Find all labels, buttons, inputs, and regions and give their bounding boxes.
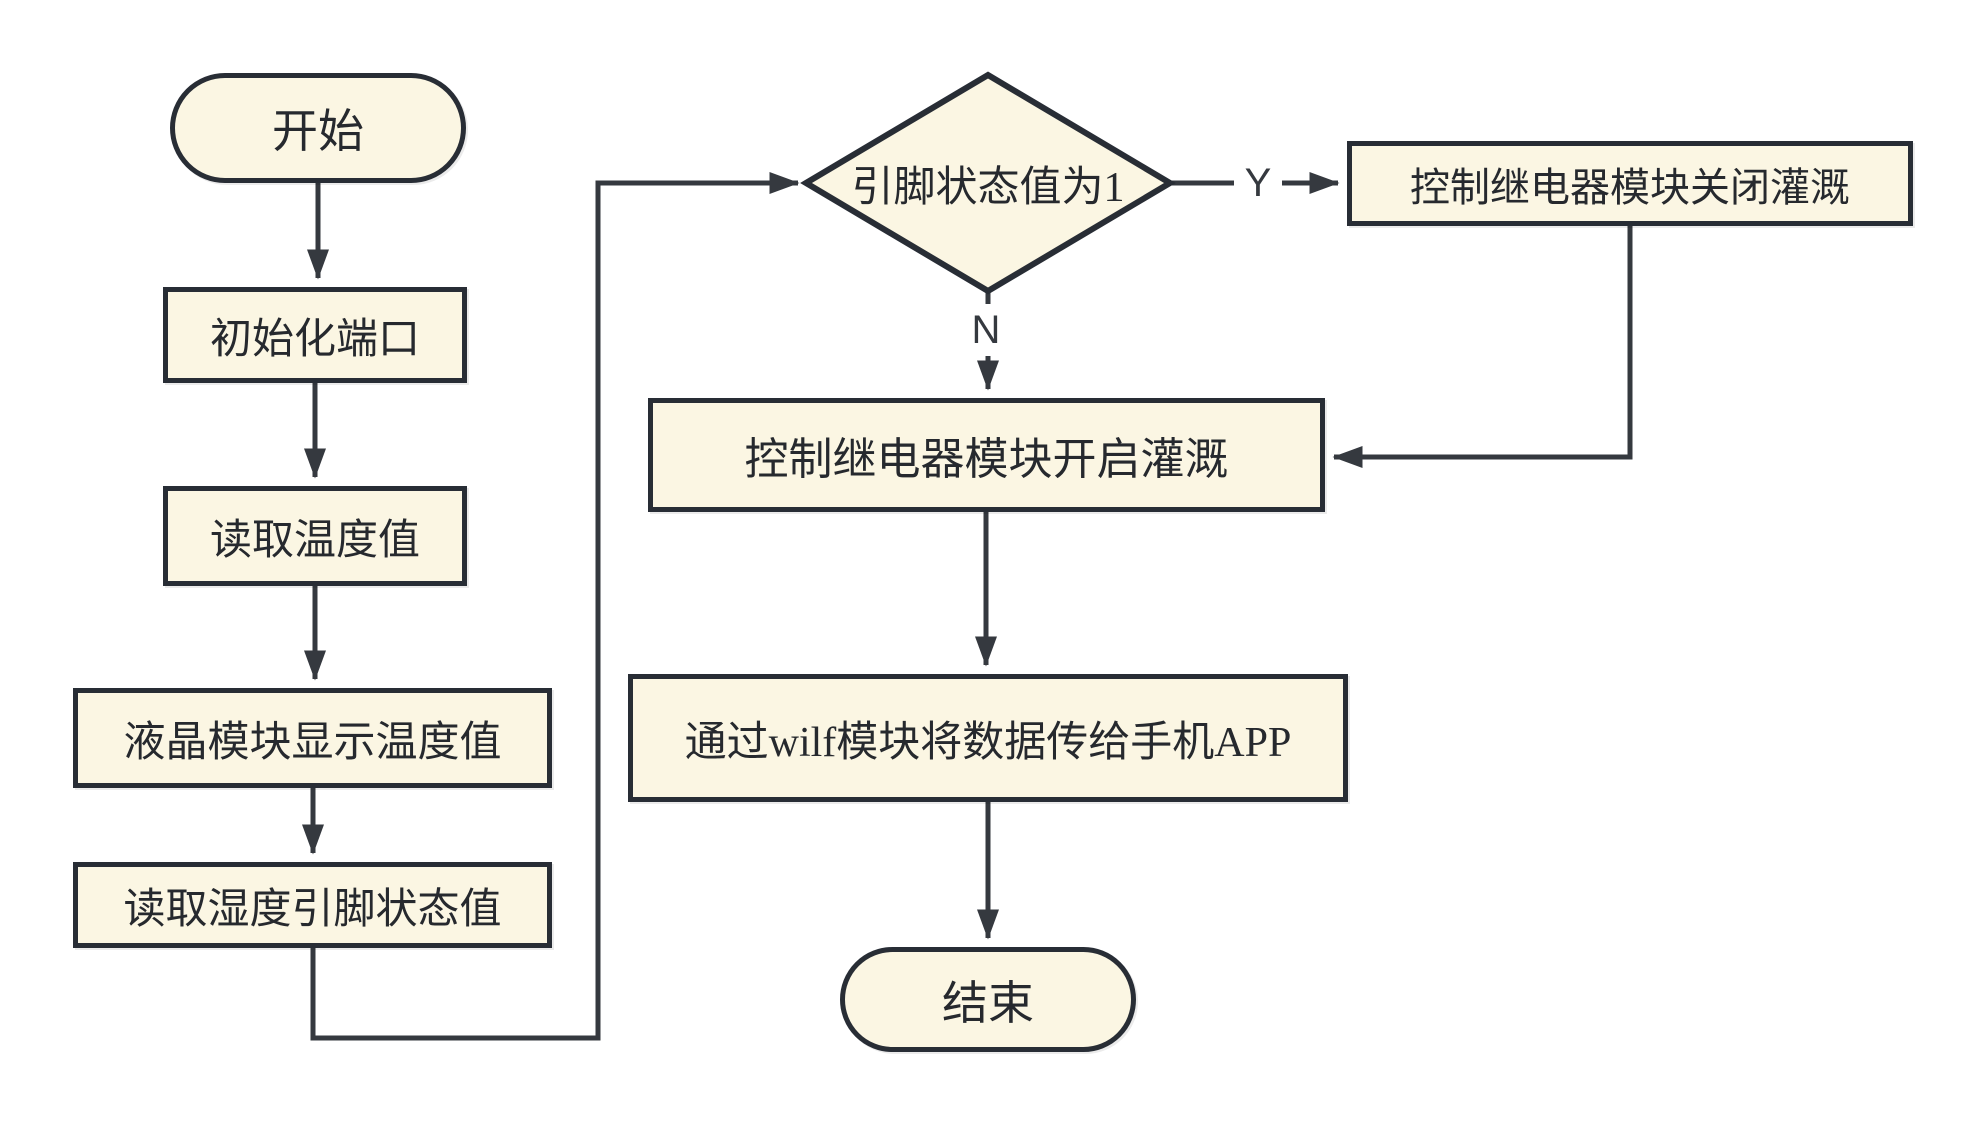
- node-relay-close-irrigation: 控制继电器模块关闭灌溉: [1347, 141, 1913, 226]
- decision-diamond-shape: [800, 71, 1176, 295]
- node-lcd-display-temperature: 液晶模块显示温度值: [73, 688, 552, 788]
- node-read-temperature: 读取温度值: [163, 486, 467, 586]
- edge-label-no: N: [962, 304, 1010, 356]
- edge-readhum-to-decision: [310, 171, 800, 1041]
- node-initialize-port: 初始化端口: [163, 287, 467, 383]
- edge-relayoff-to-relayon: [1332, 226, 1633, 469]
- node-read-humidity-pin-state: 读取湿度引脚状态值: [73, 862, 552, 948]
- node-wifi-send-to-phone-app: 通过wilf模块将数据传给手机APP: [628, 674, 1348, 802]
- node-decision-pin-state-label: 引脚状态值为1: [851, 164, 1125, 211]
- node-start: 开始: [170, 73, 466, 183]
- node-relay-open-irrigation: 控制继电器模块开启灌溉: [648, 398, 1325, 512]
- edge-label-yes: Y: [1234, 157, 1282, 209]
- node-end: 结束: [840, 947, 1136, 1052]
